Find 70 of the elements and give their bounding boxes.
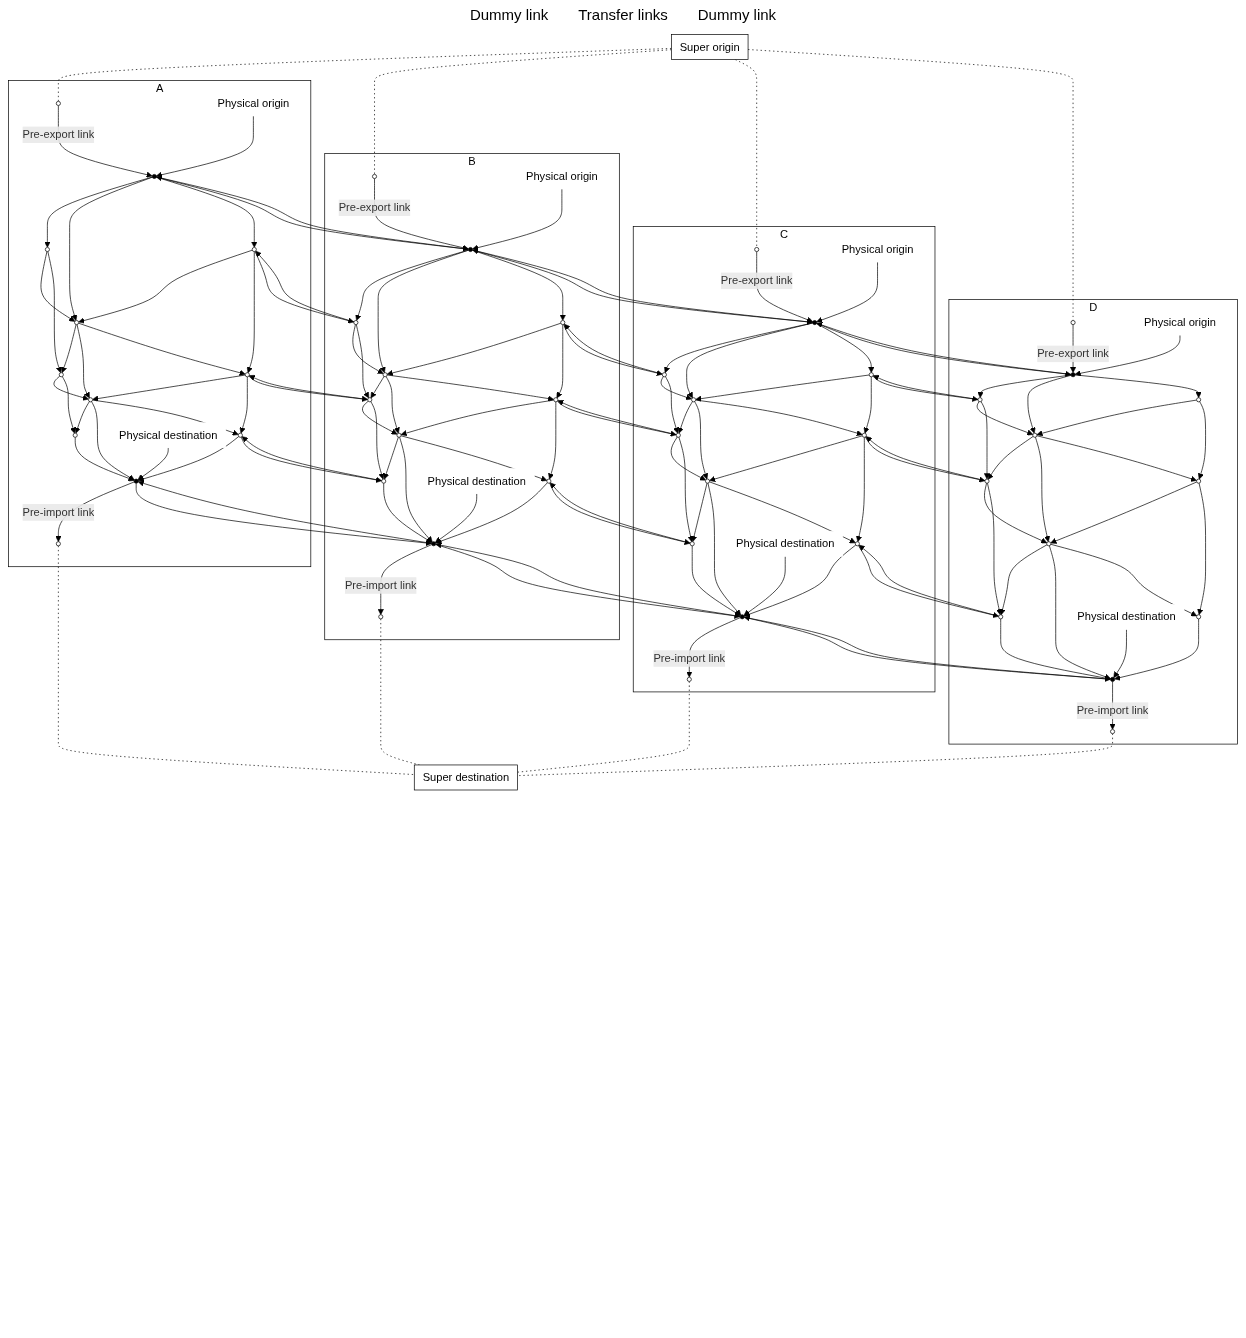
node-circle — [44, 247, 50, 252]
connector — [58, 545, 415, 775]
node-circle — [812, 320, 818, 325]
node-circle — [739, 614, 745, 620]
node-circle — [1070, 372, 1076, 378]
node-circle — [468, 247, 473, 252]
node-circle — [431, 541, 437, 547]
node-text: Physical origin — [1144, 316, 1216, 329]
node-circle — [396, 432, 402, 438]
node-circle — [1046, 541, 1052, 547]
node-circle — [133, 478, 139, 484]
node-circle — [661, 372, 667, 378]
node-circle — [353, 320, 359, 325]
node-box: Super origin — [671, 34, 749, 60]
node-circle — [381, 478, 387, 484]
node-circle — [546, 478, 552, 484]
node-circle — [55, 541, 61, 547]
node-circle — [244, 372, 250, 378]
edge-label: Pre-import link — [22, 506, 95, 519]
connector — [517, 733, 1113, 776]
node-circle — [1032, 432, 1038, 438]
note-label: Dummy link — [697, 6, 777, 23]
node-circle — [58, 372, 64, 378]
edge-label: Pre-import link — [1076, 704, 1149, 717]
edge-label: Pre-export link — [22, 128, 95, 141]
edge-label: Pre-import link — [653, 652, 726, 665]
node-circle — [372, 174, 377, 179]
edge-label: Pre-export link — [1037, 347, 1109, 360]
node-text: Physical destination — [1077, 610, 1176, 623]
node-circle — [553, 397, 559, 403]
node-circle — [55, 101, 61, 106]
node-circle — [691, 397, 697, 403]
node-circle — [237, 432, 243, 438]
edge-label: Pre-export link — [720, 274, 793, 287]
node-circle — [72, 432, 78, 438]
node-circle — [378, 614, 384, 620]
node-circle — [854, 541, 860, 547]
node-circle — [1196, 614, 1202, 620]
node-text: Physical origin — [217, 97, 290, 109]
node-circle — [977, 397, 983, 403]
node-circle — [88, 397, 93, 403]
node-circle — [686, 676, 692, 682]
node-circle — [151, 174, 157, 179]
node-circle — [382, 372, 388, 378]
node-circle — [868, 372, 874, 378]
node-circle — [251, 247, 257, 252]
node-circle — [367, 397, 373, 403]
node-circle — [705, 478, 710, 484]
node-box: Super destination — [413, 764, 518, 791]
connector — [374, 49, 672, 175]
node-circle — [861, 432, 867, 438]
node-text: Physical origin — [526, 170, 598, 183]
node-circle — [675, 432, 681, 438]
node-circle — [1196, 397, 1202, 403]
edge-label: Pre-export link — [338, 201, 411, 214]
node-circle — [1070, 320, 1076, 325]
node-text: Physical destination — [736, 537, 835, 550]
node-circle — [1110, 729, 1115, 734]
node-circle — [689, 541, 695, 547]
node-circle — [74, 320, 80, 325]
node-circle — [1110, 676, 1115, 682]
note-label: Transfer links — [578, 6, 668, 23]
node-circle — [1196, 478, 1202, 484]
node-circle — [998, 614, 1004, 620]
edge-label: Pre-import link — [344, 579, 417, 592]
node-circle — [754, 247, 760, 252]
node-circle — [560, 320, 566, 325]
node-circle — [984, 478, 990, 484]
node-text: Physical origin — [841, 243, 914, 256]
note-label: Dummy link — [469, 6, 549, 23]
